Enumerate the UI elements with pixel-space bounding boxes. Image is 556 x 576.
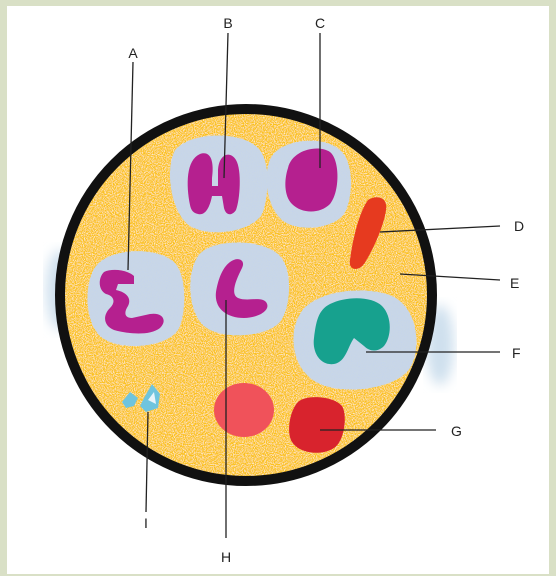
cell-f xyxy=(293,290,416,389)
label-b: B xyxy=(223,15,232,31)
cell-h xyxy=(190,243,289,336)
erythrocyte-pink xyxy=(214,383,274,437)
label-f: F xyxy=(512,345,521,361)
label-a: A xyxy=(128,45,138,61)
erythrocyte-g xyxy=(289,397,345,453)
label-g: G xyxy=(451,423,462,439)
label-h: H xyxy=(221,549,231,565)
label-i: I xyxy=(144,515,148,531)
cell-c xyxy=(267,141,351,228)
label-c: C xyxy=(315,15,325,31)
label-e: E xyxy=(510,275,519,291)
cell-a xyxy=(87,251,184,346)
label-d: D xyxy=(514,218,524,234)
cell-b xyxy=(170,135,268,232)
